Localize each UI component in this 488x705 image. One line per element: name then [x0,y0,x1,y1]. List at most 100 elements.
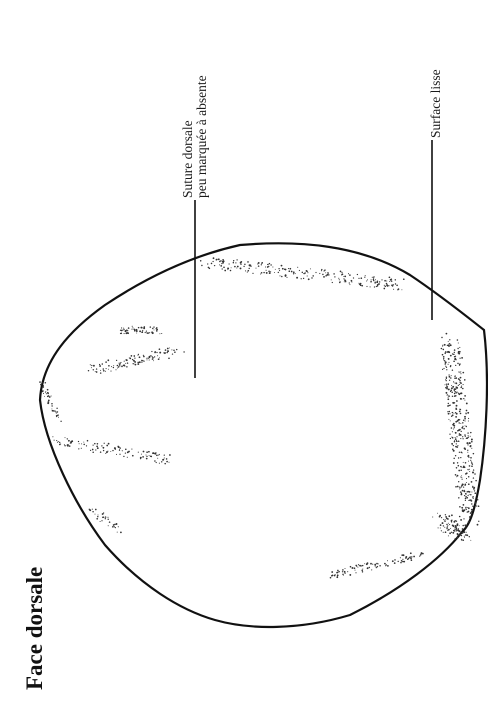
stipple-dot [176,349,177,350]
stipple-dot [247,272,248,273]
stipple-dot [469,536,470,537]
stipple-dot [139,361,141,363]
stipple-dot [68,440,70,442]
stipple-dot [212,261,213,262]
stipple-dot [450,420,451,421]
stipple-dot [441,517,442,518]
stipple-dot [315,272,316,273]
stipple-dot [321,270,322,271]
stipple-dot [141,360,142,361]
stipple-dot [43,385,44,386]
stipple-dot [477,524,479,526]
stipple-dot [361,277,363,279]
stipple-dot [453,381,454,382]
stipple-dot [454,359,455,360]
stipple-dot [453,424,454,425]
stipple-dot [220,265,222,267]
stipple-dot [447,518,449,520]
stipple-dot [285,274,287,276]
stipple-dot [446,384,447,385]
stipple-dot [369,567,370,568]
stipple-dot [307,272,308,273]
suture-label-line1: Suture dorsale [180,120,195,198]
stipple-dot [450,528,451,529]
stipple-dot [111,366,112,367]
stipple-dot [166,352,167,353]
stipple-dot [95,449,96,450]
stipple-dot [470,460,471,461]
stipple-dot [279,275,280,276]
stipple-dot [51,403,52,404]
stipple-dot [101,445,102,446]
stipple-dot [473,488,475,490]
stipple-dot [460,372,461,373]
stipple-dot [451,443,453,445]
stipple-dot [161,333,162,334]
stipple-dot [337,570,339,572]
stipple-dot [468,469,469,470]
stipple-dot [465,527,466,528]
stipple-dot [387,286,388,287]
stipple-dot [447,351,449,353]
stipple-dot [444,344,446,346]
stipple-dot [445,362,447,364]
stipple-dot [338,278,339,279]
stipple-dot [461,452,463,454]
stipple-dot [453,450,454,451]
stipple-dot [456,467,458,469]
stipple-dot [275,269,276,270]
stipple-dot [124,333,125,334]
stipple-dot [83,442,84,443]
stipple-dot [330,577,332,579]
stipple-dot [299,270,300,271]
stipple-dot [99,365,101,367]
stipple-dot [105,361,107,363]
stipple-dot [101,520,102,521]
stipple-dot [96,518,98,520]
stipple-dot [52,410,54,412]
stipple-dot [342,574,343,575]
stipple-dot [463,518,464,519]
stipple-dot [448,419,449,420]
stipple-dot [124,361,125,362]
stipple-dot [268,266,269,267]
stipple-dot [134,357,135,358]
stipple-dot [403,278,405,280]
stipple-dot [353,277,354,278]
stipple-dot [39,381,41,383]
stipple-dot [295,273,296,274]
stipple-dot [183,351,184,352]
stipple-dot [445,514,446,515]
stipple-dot [381,279,382,280]
stipple-dot [409,557,410,558]
stipple-dot [458,378,460,380]
stipple-dot [125,332,127,334]
stipple-dot [386,280,387,281]
stipple-dot [462,388,464,390]
stipple-dot [92,509,93,510]
stipple-dot [106,445,108,447]
stipple-dot [99,364,100,365]
stipple-dot [411,559,413,561]
stipple-dot [354,567,356,569]
stipple-dot [167,351,168,352]
stipple-dot [142,330,143,331]
stipple-dot [138,452,139,453]
stipple-dot [337,575,338,576]
stipple-dot [108,443,110,445]
stipple-dot [439,516,441,518]
stipple-dot [367,562,369,564]
stipple-dot [332,282,333,283]
stipple-dot [446,392,448,394]
stipple-dot [132,326,133,327]
stipple-dot [261,272,263,274]
stipple-dot [405,557,407,559]
stipple-dot [157,355,158,356]
stipple-dot [459,411,461,413]
stipple-dot [286,277,287,278]
stipple-dot [456,405,458,407]
stipple-dot [465,413,466,414]
stipple-dot [446,369,447,370]
stipple-dot [461,386,462,387]
stipple-dot [361,570,363,572]
